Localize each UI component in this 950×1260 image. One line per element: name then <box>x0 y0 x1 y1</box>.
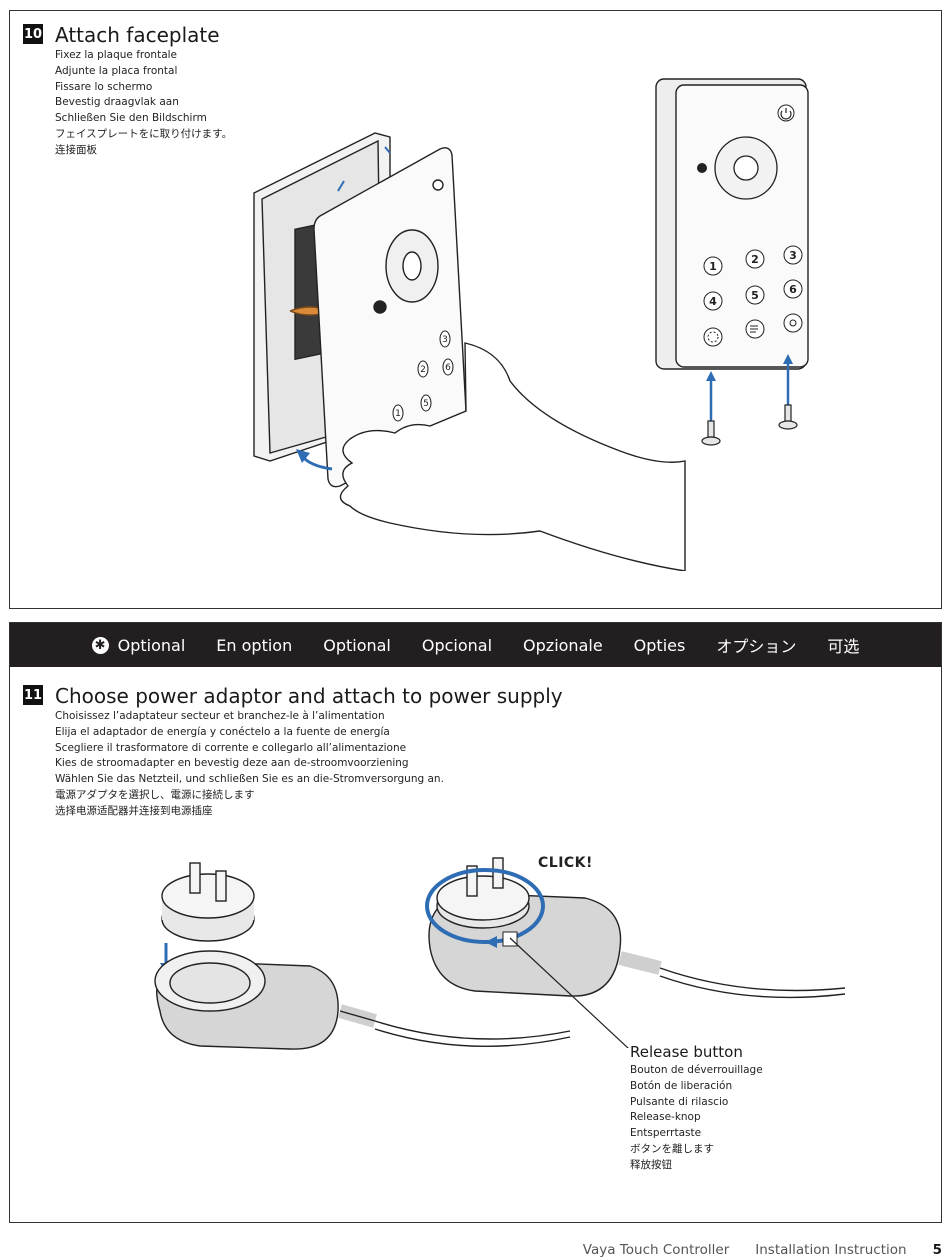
translation-line: Bevestig draagvlak aan <box>55 96 179 109</box>
step-number: 11 <box>23 685 43 705</box>
key-label: 6 <box>789 283 797 296</box>
adaptor-body <box>428 857 846 999</box>
plug-head <box>161 862 255 942</box>
controller-front-illustration: 1 2 3 4 5 6 <box>655 78 809 446</box>
step-title: Choose power adaptor and attach to power… <box>55 684 563 708</box>
key-label: 2 <box>751 253 759 266</box>
optional-label: Optional <box>323 635 391 655</box>
translation-line: 连接面板 <box>55 143 97 156</box>
translation-line: Adjunte la placa frontal <box>55 64 178 77</box>
click-label: CLICK! <box>538 855 593 871</box>
translation-line: Schließen Sie den Bildschirm <box>55 112 207 125</box>
adaptor-attached-illustration <box>425 857 846 1048</box>
adaptor-detached-illustration <box>154 862 571 1050</box>
key-label: 3 <box>442 335 448 345</box>
translation-line: Release-knop <box>630 1111 701 1124</box>
release-button-translations: Bouton de déverrouillage Botón de libera… <box>630 1063 763 1174</box>
step-number: 10 <box>23 24 43 44</box>
step-10-panel: 10 Attach faceplate Fixez la plaque fron… <box>9 10 942 609</box>
step-11-panel: ✱ Optional En option Optional Opcional O… <box>9 622 942 1223</box>
status-led <box>697 163 707 173</box>
optional-label: 可选 <box>827 637 860 656</box>
rotate-arrowhead-icon <box>296 449 310 463</box>
key-4-button <box>703 291 723 311</box>
translation-line: Wählen Sie das Netzteil, und schließen S… <box>55 773 444 786</box>
key-6-button <box>783 279 803 299</box>
step-title: Attach faceplate <box>55 23 220 47</box>
key-2-button <box>745 249 765 269</box>
hand-drawing <box>339 342 686 571</box>
translation-line: Scegliere il trasformatore di corrente e… <box>55 741 407 754</box>
footer-doc-type: Installation Instruction <box>755 1242 907 1258</box>
translation-line: Choisissez l’adaptateur secteur et branc… <box>55 710 385 722</box>
translation-line: Kies de stroomadapter en bevestig deze a… <box>55 757 409 770</box>
page-footer: Vaya Touch Controller Installation Instr… <box>583 1242 942 1258</box>
optional-label: Opcional <box>421 635 493 655</box>
optional-label: オプション <box>716 637 797 656</box>
callout-line <box>509 937 629 1048</box>
key-label: 2 <box>420 365 426 375</box>
scene-icon <box>703 327 723 347</box>
translation-line: Pulsante di rilascio <box>630 1095 729 1108</box>
hinge-arrow-icon <box>384 146 391 154</box>
key-label: 1 <box>709 260 717 273</box>
key-label: 4 <box>709 295 717 308</box>
screw-icon <box>701 404 798 446</box>
wheel-center <box>733 155 759 181</box>
optional-banner: ✱ Optional En option Optional Opcional O… <box>10 623 941 667</box>
adaptor-body <box>154 950 571 1050</box>
translation-line: Bouton de déverrouillage <box>630 1064 763 1076</box>
translation-line: Fissare lo schermo <box>55 80 153 93</box>
key-label: 3 <box>789 249 797 262</box>
optional-label: Optional <box>117 635 186 655</box>
translation-line: Elija el adaptador de energía y conéctel… <box>55 725 390 738</box>
asterisk-badge-icon: ✱ <box>91 636 109 654</box>
page-number: 5 <box>932 1242 942 1258</box>
hinge-arrow-icon <box>337 180 345 192</box>
translation-line: Fixez la plaque frontale <box>55 49 178 61</box>
release-button <box>502 931 518 947</box>
step-translations: Fixez la plaque frontale Adjunte la plac… <box>55 48 232 159</box>
key-label: 5 <box>751 289 759 302</box>
faceplate-attach-illustration: 3 2 6 1 5 <box>253 132 686 571</box>
translation-line: 電源アダプタを選択し、電源に接続します <box>55 788 255 801</box>
faceplate-keys: 3 2 6 1 5 <box>392 330 454 422</box>
optional-label: Opties <box>633 635 686 655</box>
translation-line: 选择电源适配器并连接到电源插座 <box>55 804 213 817</box>
translation-line: 释放按钮 <box>630 1158 672 1171</box>
key-1-button <box>703 256 723 276</box>
translation-line: Entsperrtaste <box>630 1127 702 1140</box>
step-translations: Choisissez l’adaptateur secteur et branc… <box>55 709 444 820</box>
brightness-icon <box>783 313 803 333</box>
translation-line: Botón de liberación <box>630 1079 733 1092</box>
footer-product: Vaya Touch Controller <box>582 1242 730 1258</box>
key-label: 6 <box>445 363 451 373</box>
key-5-button <box>745 285 765 305</box>
key-label: 5 <box>423 399 429 409</box>
translation-line: フェイスプレートをに取り付けます。 <box>55 127 233 140</box>
key-label: 1 <box>395 409 401 419</box>
optional-label: Opzionale <box>523 635 603 655</box>
optional-label-group: ✱ Optional <box>91 635 186 655</box>
optional-label: En option <box>216 635 293 655</box>
translation-line: ボタンを離します <box>630 1142 714 1155</box>
release-button-title: Release button <box>630 1043 743 1061</box>
key-3-button <box>783 245 803 265</box>
